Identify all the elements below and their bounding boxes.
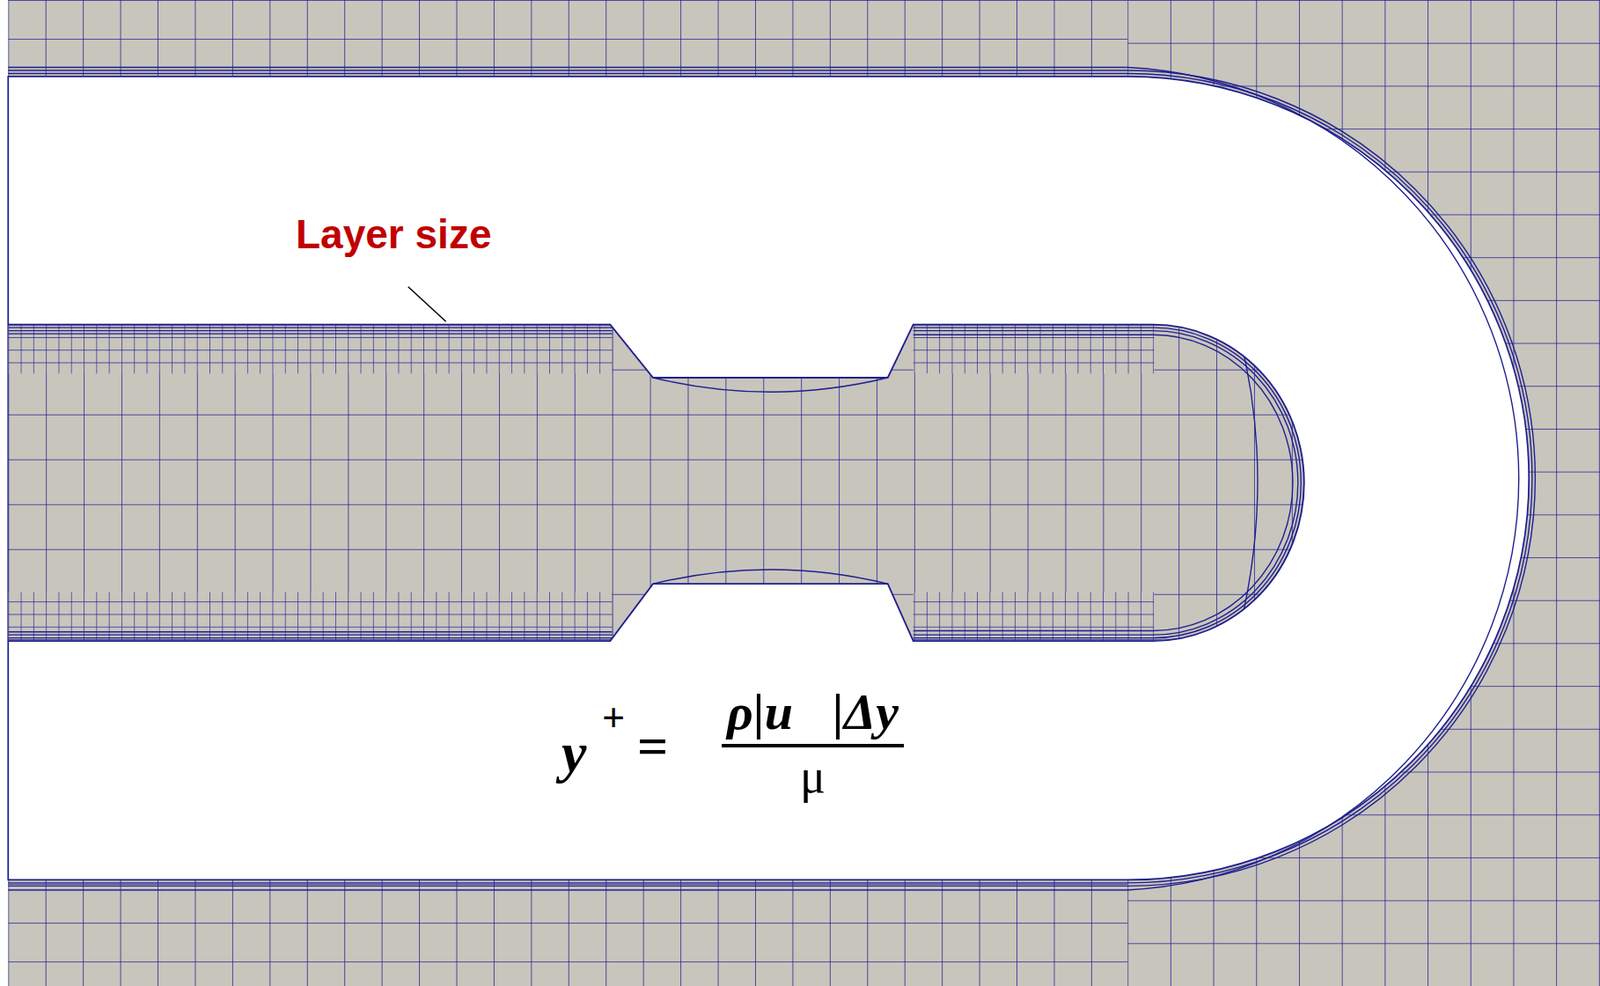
formula-equals: = (637, 714, 668, 778)
channel-gap (7, 76, 1529, 880)
fluid-domain (7, 0, 1600, 986)
mesh-grid (7, 879, 1128, 986)
layer-label: Layer size (295, 211, 492, 258)
probe-outline (7, 324, 1304, 641)
formula-superscript: + (601, 695, 625, 742)
mesh-grid (7, 0, 1128, 77)
formula-symbol: y (561, 719, 587, 786)
boundary-layers (7, 67, 1535, 890)
formula-denominator: μ (800, 748, 826, 804)
formula-fraction: ρ|u⃗|Δyμ (721, 682, 904, 804)
probe-body (7, 324, 1314, 641)
leader-line (408, 286, 447, 322)
formula-numerator: ρ|u⃗|Δy (721, 682, 904, 748)
